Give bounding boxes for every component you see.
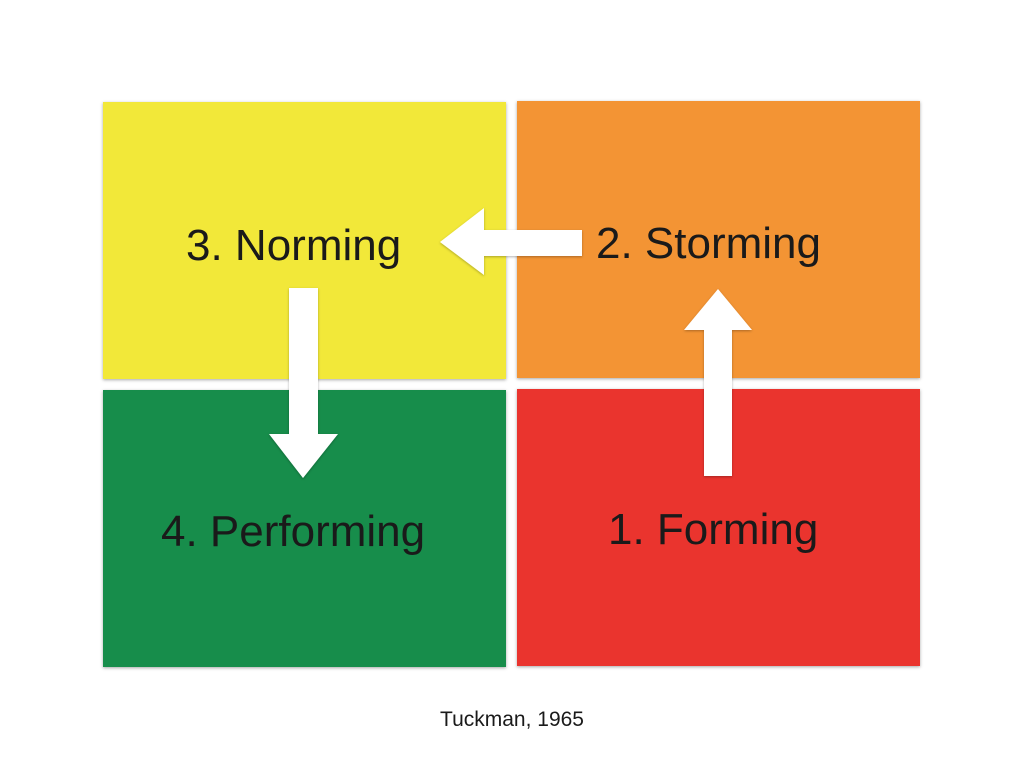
stage-storming-label: 2. Storming — [596, 219, 821, 268]
citation: Tuckman, 1965 — [440, 708, 584, 731]
stage-performing-label: 4. Performing — [161, 507, 426, 556]
stage-norming-label: 3. Norming — [186, 221, 402, 270]
stage-forming-label: 1. Forming — [608, 505, 819, 554]
